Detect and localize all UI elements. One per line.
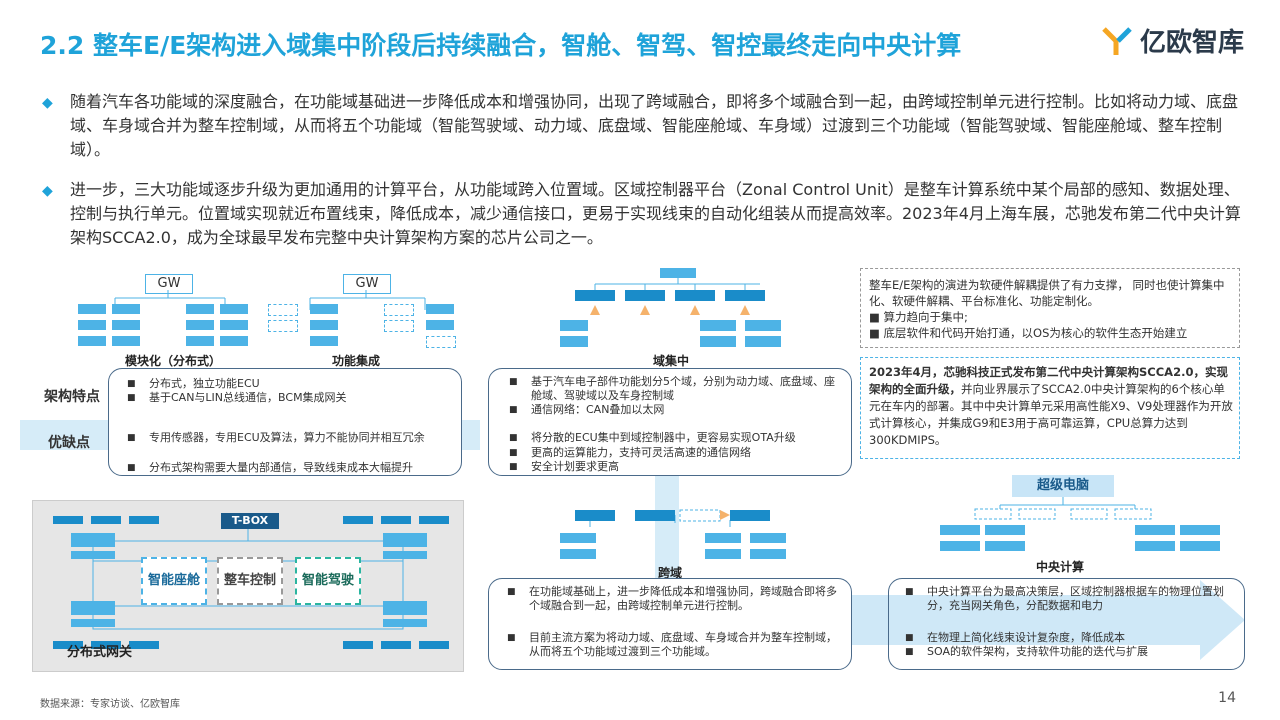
note-top: 整车E/E架构的演进为软硬件解耦提供了有力支撑， 同时也使计算集中化、软硬件解耦… [860,268,1240,348]
note-bold: 2023年4月，芯驰科技正式发布第二代中央计算架构SCCA2.0，实现架构的全面… [869,365,1228,396]
tbox-box: T-BOX [221,513,279,529]
supercomputer-box: 超级电脑 [1012,475,1114,497]
logo-icon [1102,27,1132,55]
chip-driving: 智能驾驶 [295,557,361,605]
bullet-2: ◆ 进一步，三大功能域逐步升级为更加通用的计算平台，从功能域跨入位置域。区域控制… [42,178,1242,250]
integration-lines [309,290,426,310]
page-number: 14 [1218,690,1236,706]
distributed-desc-box: ■分布式，独立功能ECU ■基于CAN与LIN总线通信，BCM集成网关 ■专用传… [108,368,462,476]
gateway-panel: T-BOX 智能座舱 整车控制 智能驾驶 分布式网关 [32,500,464,672]
gw-box: GW [343,274,391,294]
stage-label-integration: 功能集成 [332,354,381,368]
stage-label-cross-domain: 跨域 [658,566,683,580]
note-bottom: 2023年4月，芯驰科技正式发布第二代中央计算架构SCCA2.0，实现架构的全面… [860,357,1240,459]
source-note: 数据来源：专家访谈、亿欧智库 [40,699,180,710]
note-item: ■ 底层软件和代码开始打通，以OS为核心的软件生态开始建立 [869,326,1188,340]
diamond-icon: ◆ [42,183,53,199]
page-title: 2.2 整车E/E架构进入域集中阶段后持续融合，智舱、智驾、智控最终走向中央计算 [40,31,962,60]
note-intro: 整车E/E架构的演进为软硬件解耦提供了有力支撑， 同时也使计算集中化、软硬件解耦… [869,278,1225,308]
stage-label-domain: 域集中 [653,354,690,368]
bullet-text: 随着汽车各功能域的深度融合，在功能域基础进一步降低成本和增强协同，出现了跨域融合… [70,92,1239,159]
domain-desc-box: ■基于汽车电子部件功能划分5个域，分别为动力域、底盘域、座舱域、驾驶域以及车身控… [488,368,852,476]
stage-label-modular: 模块化（分布式） [125,354,222,368]
bullet-1: ◆ 随着汽车各功能域的深度融合，在功能域基础进一步降低成本和增强协同，出现了跨域… [42,90,1242,162]
gateway-lines [53,516,449,649]
central-tree [940,497,1220,551]
side-label-features: 架构特点 [44,389,100,405]
chip-vehicle-control: 整车控制 [217,557,283,605]
gateway-label: 分布式网关 [67,645,133,660]
domain-tree [560,268,781,347]
note-rest: 并向业界展示了SCCA2.0中央计算架构的6个核心单元在车内的部署。其中中央计算… [869,382,1233,447]
chip-cockpit: 智能座舱 [141,557,207,605]
cross-domain-desc-box: ■在功能域基础上，进一步降低成本和增强协同，跨域融合即将多个域融合到一起，由跨域… [488,578,852,670]
stage-label-central: 中央计算 [1036,560,1085,574]
central-desc-box: ■中央计算平台为最高决策层，区域控制器根据车的物理位置划分，充当网关角色，分配数… [888,578,1245,670]
gw-box: GW [145,274,193,294]
logo-text: 亿欧智库 [1139,27,1244,58]
side-label-pros-cons: 优缺点 [48,435,90,451]
bullet-text: 进一步，三大功能域逐步升级为更加通用的计算平台，从功能域跨入位置域。区域控制器平… [70,180,1241,247]
cross-domain-tree [560,509,786,559]
logo: 亿欧智库 [1100,20,1244,60]
diamond-icon: ◆ [42,95,53,111]
distributed-lines [114,290,226,310]
note-item: ■ 算力趋向于集中; [869,310,968,324]
